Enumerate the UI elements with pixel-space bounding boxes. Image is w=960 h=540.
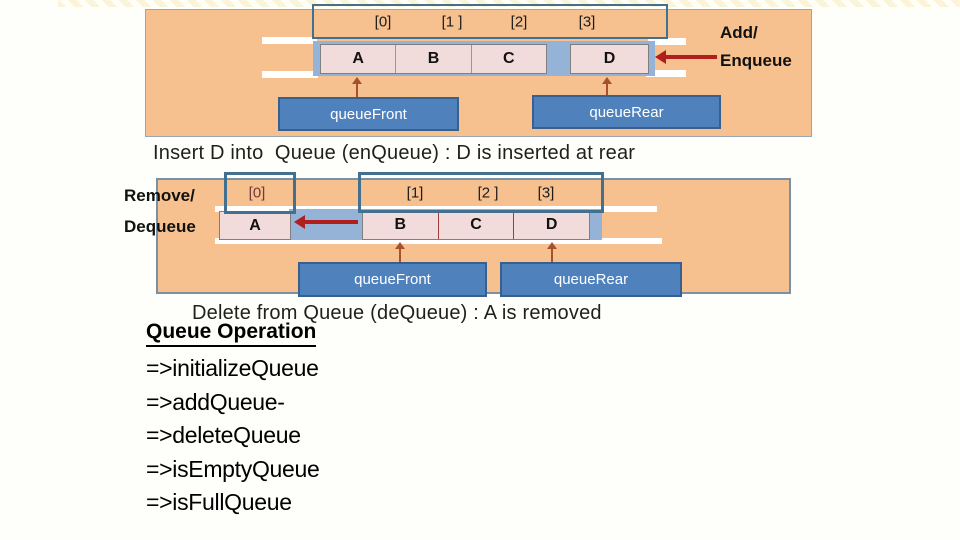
dequeued-cell-a: A (219, 211, 291, 240)
dequeue-action-label: Remove/ Dequeue (124, 180, 196, 242)
operation-item-add: =>addQueue- (146, 388, 285, 415)
operation-item-delete: =>deleteQueue (146, 422, 301, 448)
dequeue-front-label-box: queueFront (298, 262, 487, 297)
index-label-0: [0] (248, 184, 266, 202)
dequeue-arrow-icon (294, 215, 358, 229)
index-label-3: [3] (578, 13, 596, 30)
index-label-2: [2 ] (477, 184, 499, 201)
index-label-1: [1 ] (441, 13, 463, 30)
enqueue-arrow-icon (655, 50, 717, 64)
queue-cell-d: D (513, 211, 589, 239)
enqueue-rear-label-box: queueRear (532, 95, 721, 129)
enqueue-action-line1: Add/ (720, 23, 758, 42)
queue-operations-list: Queue Operation =>initializeQueue =>addQ… (146, 320, 320, 520)
index-label-0: [0] (374, 13, 392, 30)
queue-cell-b: B (394, 216, 407, 233)
enqueue-bottom-left-bar (262, 71, 318, 78)
enqueue-action-line2: Enqueue (720, 51, 792, 70)
rear-pointer-arrow-icon (546, 242, 558, 262)
dequeue-action-line1: Remove/ (124, 186, 195, 205)
operation-item-isempty: =>isEmptyQueue (146, 455, 320, 482)
decorative-top-border (58, 0, 960, 7)
dequeue-cells-bcd: B C D (362, 210, 590, 240)
index-label-3: [3] (537, 184, 555, 201)
front-pointer-arrow-icon (394, 242, 406, 262)
enqueue-caption: Insert D into Queue (enQueue) : D is ins… (153, 142, 636, 164)
enqueue-top-left-bar (262, 37, 317, 44)
operation-item-isfull: =>isFullQueue (146, 489, 292, 515)
dequeue-bottom-bar (215, 238, 662, 244)
index-label-1: [1] (406, 184, 424, 201)
front-pointer-arrow-icon (351, 77, 363, 97)
queue-cell-a: A (352, 50, 364, 67)
dequeue-index-box-0: [0] (224, 172, 296, 214)
enqueue-front-label-box: queueFront (278, 97, 459, 131)
queue-cell-b: B (395, 45, 470, 73)
operation-item-initialize: =>initializeQueue (146, 355, 319, 381)
enqueue-index-box: [0] [1 ] [2] [3] (312, 4, 668, 39)
dequeue-rear-label-box: queueRear (500, 262, 682, 297)
rear-pointer-arrow-icon (601, 77, 613, 97)
enqueue-cells-abc: A B C (320, 44, 547, 74)
enqueue-bottom-right-bar (646, 70, 686, 77)
operations-title: Queue Operation (146, 320, 317, 347)
enqueue-action-label: Add/ Enqueue (720, 19, 792, 75)
queue-cell-c: C (437, 211, 514, 239)
enqueue-top-right-bar (648, 38, 686, 45)
index-label-2: [2] (510, 13, 528, 30)
dequeue-action-line2: Dequeue (124, 217, 196, 236)
dequeue-caption: Delete from Queue (deQueue) : A is remov… (192, 302, 602, 324)
queue-cell-c: C (470, 45, 546, 73)
queue-cell-d: D (570, 44, 649, 74)
dequeue-index-box-123: [1] [2 ] [3] (358, 172, 604, 213)
